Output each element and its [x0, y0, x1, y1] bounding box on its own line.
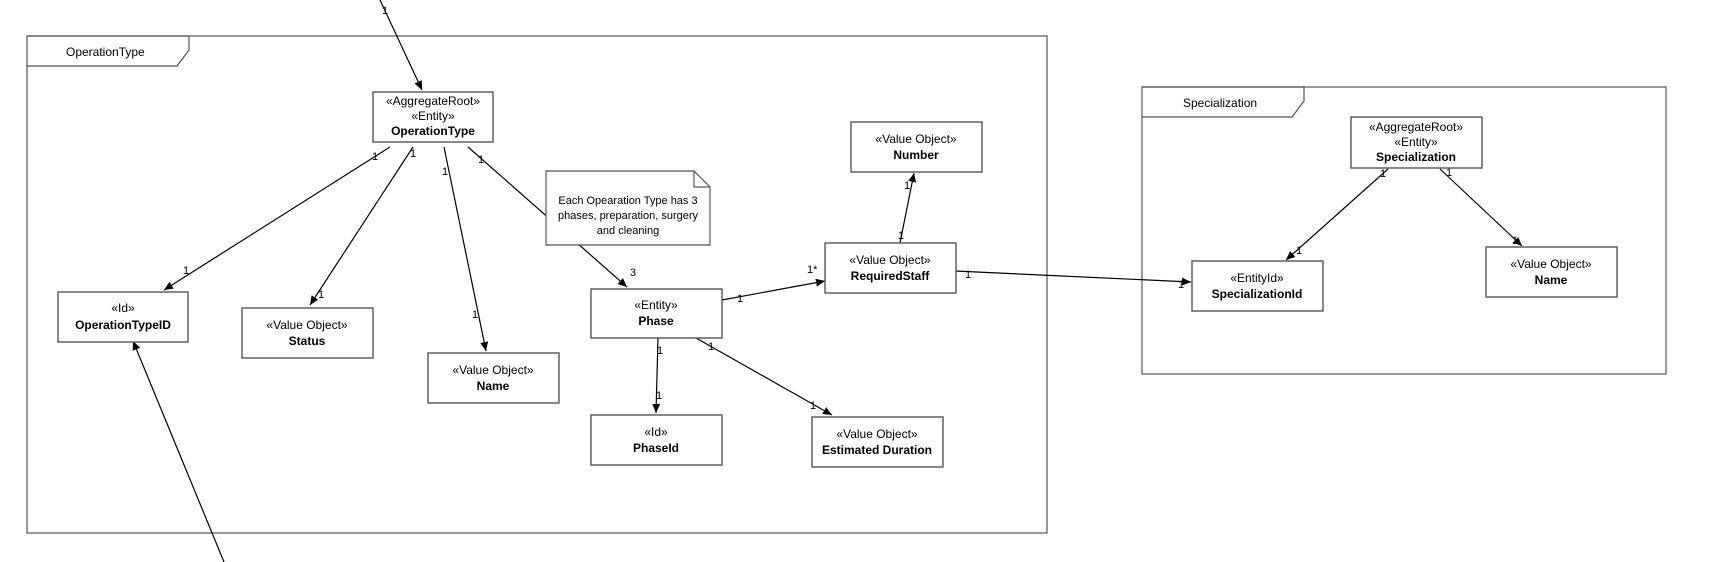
- assoc-ot-to-name: [443, 146, 489, 352]
- mult-ot-name-source: 1: [442, 166, 448, 178]
- class-ot-name-name: Name: [477, 379, 510, 393]
- class-required-staff-stereotype: «Value Object»: [849, 253, 930, 267]
- mult-incoming-top-source: 1: [382, 5, 388, 17]
- class-ot-name: «Value Object» Name: [427, 352, 560, 404]
- class-specialization: «AggregateRoot» «Entity» Specialization: [1350, 116, 1483, 169]
- class-required-staff: «Value Object» RequiredStaff: [824, 242, 957, 294]
- frame-operation-type: OperationType: [26, 35, 1048, 534]
- class-operation-type-stereotype-1: «AggregateRoot»: [386, 94, 480, 108]
- class-phase-id: «Id» PhaseId: [590, 414, 723, 466]
- assoc-phase-to-rs: [721, 278, 826, 301]
- note-line-1: Each Opearation Type has 3: [558, 195, 697, 207]
- mult-ot-otid-source: 1: [372, 151, 378, 163]
- class-required-staff-name: RequiredStaff: [851, 269, 931, 283]
- class-specialization-id: «EntityId» SpecializationId: [1191, 260, 1324, 312]
- assoc-phase-to-duration: [695, 337, 833, 416]
- mult-phase-duration-target: 1: [810, 400, 816, 412]
- class-phase-name: Phase: [638, 314, 674, 328]
- assoc-rs-to-number: [899, 172, 917, 244]
- class-status: «Value Object» Status: [241, 307, 374, 359]
- class-specialization-stereotype-1: «AggregateRoot»: [1369, 120, 1463, 134]
- mult-rs-spid-target: 1: [1178, 279, 1184, 291]
- class-ot-name-stereotype: «Value Object»: [452, 363, 533, 377]
- mult-ot-status-source: 1: [410, 148, 416, 160]
- class-sp-name: «Value Object» Name: [1485, 246, 1618, 298]
- class-sp-name-name: Name: [1535, 273, 1568, 287]
- assoc-phase-to-phaseid: [652, 337, 661, 414]
- assoc-sp-to-name: [1439, 168, 1523, 247]
- assoc-rs-to-spid: [954, 270, 1192, 286]
- mult-sp-spid-target: 1: [1296, 245, 1302, 257]
- class-estimated-duration-stereotype: «Value Object»: [836, 427, 917, 441]
- class-operation-type-stereotype-2: «Entity»: [411, 109, 455, 123]
- class-number-name: Number: [893, 148, 939, 162]
- note-phases: Each Opearation Type has 3 phases, prepa…: [545, 170, 711, 246]
- mult-phase-rs-target: 1*: [807, 264, 818, 276]
- class-operation-type-name: OperationType: [391, 124, 475, 138]
- mult-phase-phaseid-source: 1: [657, 345, 663, 357]
- assoc-sp-to-spid: [1285, 168, 1389, 261]
- assoc-incoming-bottom: [132, 340, 225, 562]
- mult-sp-spid-source: 1: [1380, 168, 1386, 180]
- class-operation-type: «AggregateRoot» «Entity» OperationType: [372, 91, 494, 143]
- mult-phase-rs-source: 1: [737, 293, 743, 305]
- mult-ot-status-target: 1: [318, 289, 324, 301]
- class-specialization-name: Specialization: [1376, 150, 1456, 164]
- assoc-ot-to-otid: [163, 146, 391, 291]
- class-specialization-id-name: SpecializationId: [1212, 287, 1303, 301]
- class-estimated-duration: «Value Object» Estimated Duration: [811, 416, 944, 468]
- note-line-2: phases, preparation, surgery: [558, 210, 699, 222]
- class-status-name: Status: [289, 334, 326, 348]
- class-status-stereotype: «Value Object»: [266, 318, 347, 332]
- class-operation-type-id-name: OperationTypeID: [75, 318, 171, 332]
- class-operation-type-id-stereotype: «Id»: [111, 301, 135, 315]
- frame-specialization-title: Specialization: [1183, 96, 1257, 110]
- mult-rs-spid-source: 1: [965, 269, 971, 281]
- mult-phase-phaseid-target: 1: [656, 390, 662, 402]
- class-phase-id-stereotype: «Id»: [644, 425, 668, 439]
- mult-phase-duration-source: 1: [708, 341, 714, 353]
- class-number-stereotype: «Value Object»: [875, 132, 956, 146]
- mult-ot-phase-target: 3: [630, 267, 636, 279]
- multiplicities: 1 1 1 1 1 1 1 1 3 1 1* 1 1 1 1 1 1 1 1 1…: [183, 5, 1518, 412]
- class-estimated-duration-name: Estimated Duration: [822, 443, 932, 457]
- class-specialization-id-stereotype: «EntityId»: [1230, 271, 1284, 285]
- mult-ot-otid-target: 1: [183, 265, 189, 277]
- assoc-incoming-top: [379, 0, 423, 91]
- mult-ot-name-target: 1: [472, 309, 478, 321]
- frame-operation-type-title: OperationType: [66, 45, 145, 59]
- frame-specialization: Specialization: [1141, 86, 1667, 375]
- class-phase-id-name: PhaseId: [633, 441, 679, 455]
- mult-ot-phase-source: 1: [478, 154, 484, 166]
- class-phase: «Entity» Phase: [590, 288, 723, 339]
- mult-sp-name-target: 1: [1512, 235, 1518, 247]
- class-phase-stereotype: «Entity»: [634, 298, 678, 312]
- mult-sp-name-source: 1: [1446, 167, 1452, 179]
- class-operation-type-id: «Id» OperationTypeID: [57, 291, 189, 343]
- mult-rs-number-target: 1: [904, 180, 910, 192]
- note-line-3: and cleaning: [597, 225, 659, 237]
- assoc-ot-to-status: [309, 146, 414, 306]
- class-specialization-stereotype-2: «Entity»: [1394, 135, 1438, 149]
- class-sp-name-stereotype: «Value Object»: [1510, 257, 1591, 271]
- class-number: «Value Object» Number: [850, 121, 983, 173]
- mult-rs-number-source: 1: [898, 230, 904, 242]
